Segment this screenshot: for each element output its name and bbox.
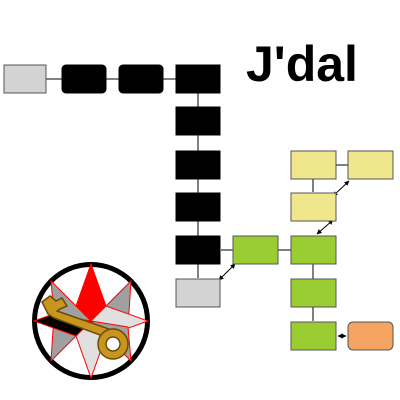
green-node (290, 235, 337, 265)
black-node (175, 64, 221, 94)
yellow-node (347, 150, 394, 180)
nodes (3, 64, 394, 351)
green-node (290, 278, 337, 308)
key-icon (41, 295, 129, 360)
black-node (118, 64, 164, 94)
edge-arrow-green-yellow (316, 219, 334, 235)
gray-node-end (175, 278, 221, 308)
orange-node (347, 321, 394, 351)
black-node (175, 235, 221, 265)
page-title: J'dal (246, 36, 358, 92)
black-node (61, 64, 107, 94)
yellow-node (290, 150, 337, 180)
green-node (232, 235, 279, 265)
black-node (175, 150, 221, 180)
black-node (175, 106, 221, 136)
edge-arrow-green-gray (218, 263, 236, 281)
compass-star-icon (32, 262, 150, 380)
gray-node-start (3, 64, 47, 94)
yellow-node (290, 192, 337, 222)
green-node (290, 321, 337, 351)
black-node (175, 192, 221, 222)
